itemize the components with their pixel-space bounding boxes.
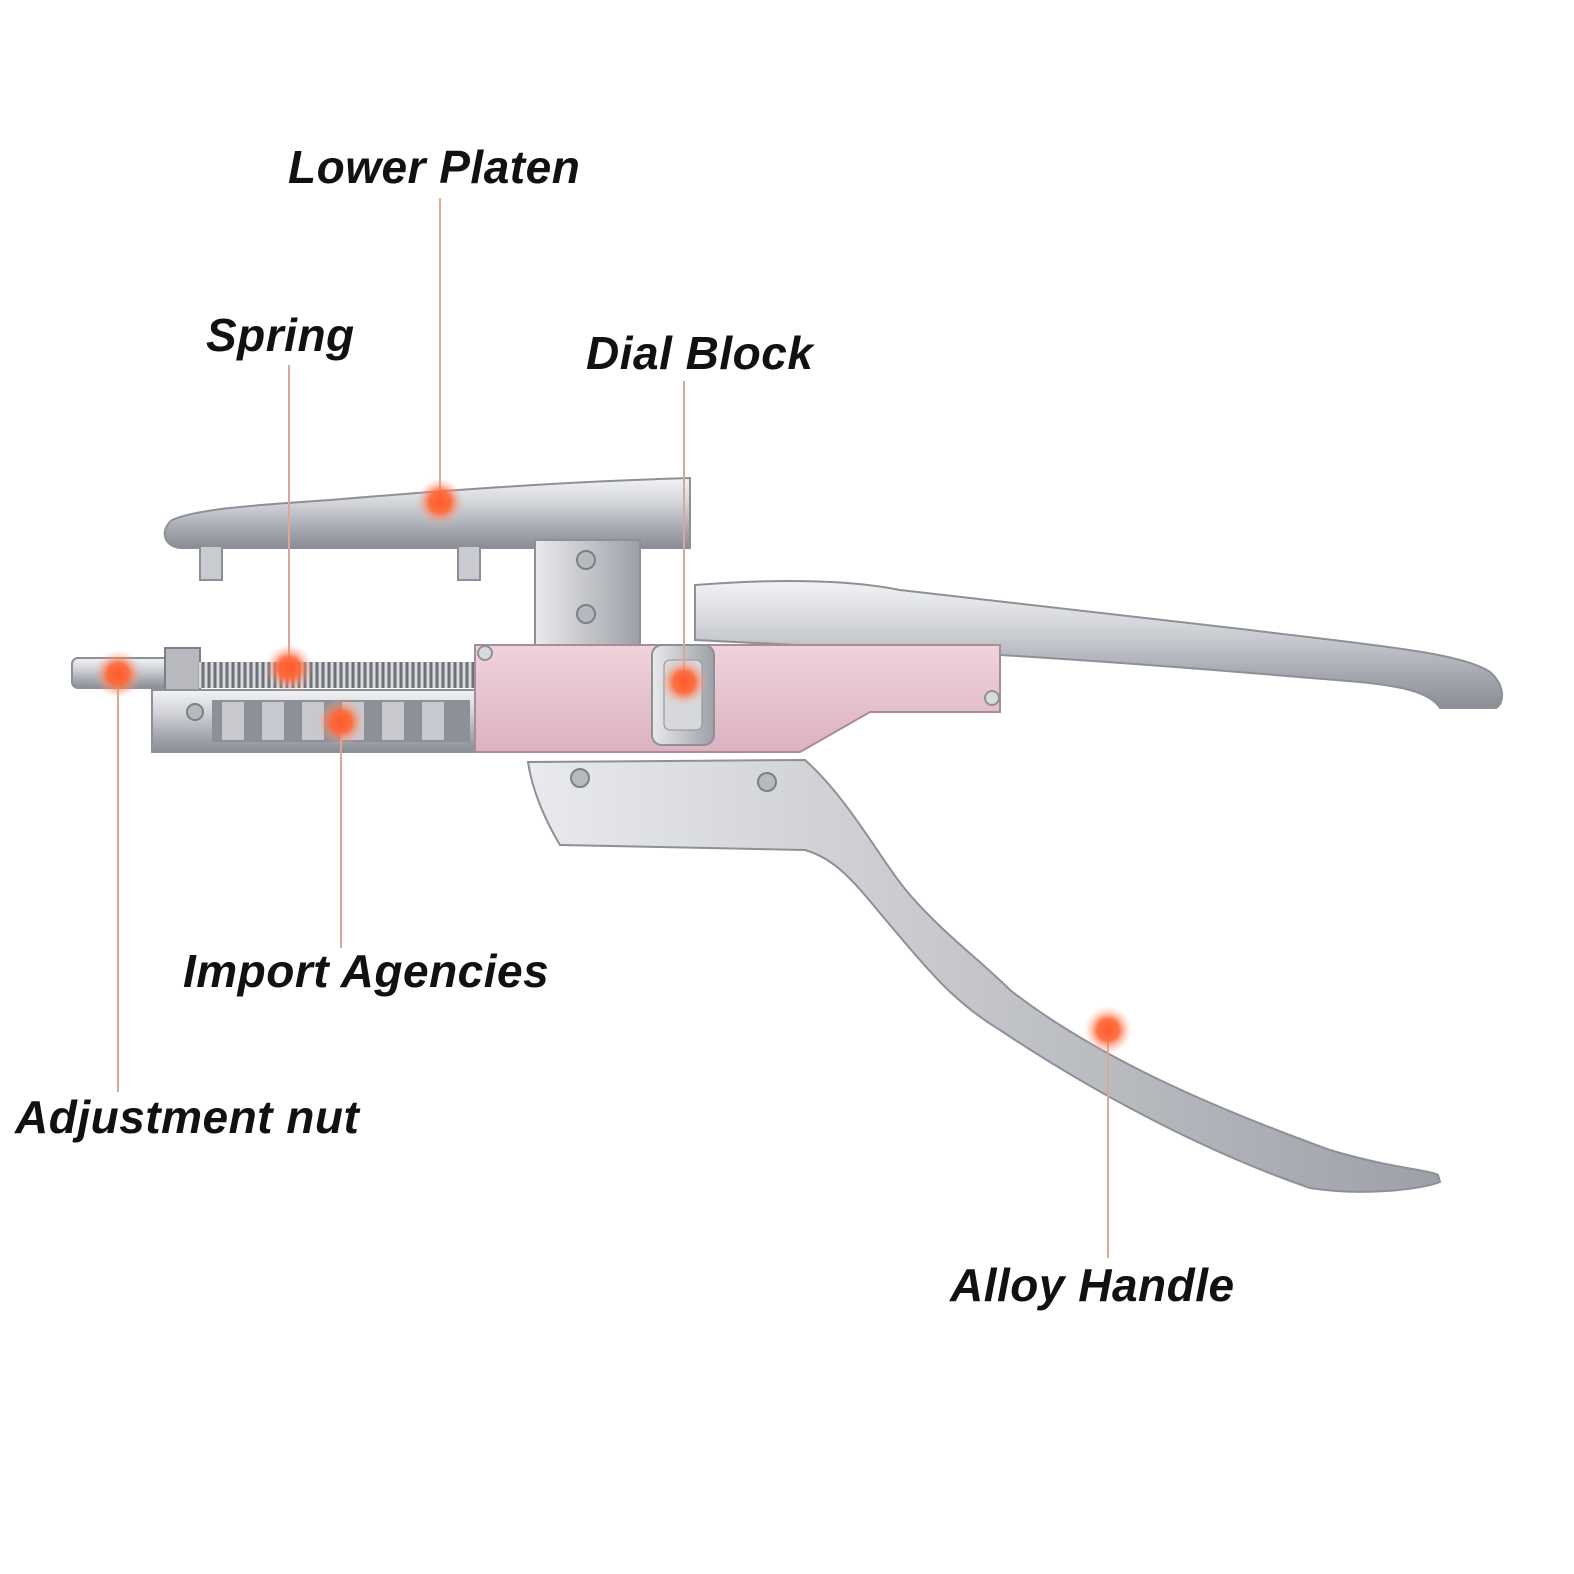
- leader-lines: [117, 198, 1109, 1258]
- label-dial-block: Dial Block: [586, 327, 814, 379]
- marker-adjustment-nut: [94, 650, 142, 698]
- marker-import-agencies: [317, 698, 365, 746]
- label-adjustment-nut: Adjustment nut: [15, 1091, 360, 1143]
- label-alloy-handle: Alloy Handle: [950, 1259, 1235, 1311]
- label-import-agencies: Import Agencies: [183, 945, 550, 997]
- label-lower-platen: Lower Platen: [288, 141, 581, 193]
- import-agencies-part: [151, 689, 483, 753]
- upper-handle-part: [694, 580, 1503, 709]
- marker-dial-block: [660, 658, 708, 706]
- marker-alloy-handle: [1084, 1006, 1132, 1054]
- marker-lower-platen: [416, 478, 464, 526]
- spring-part: [198, 662, 476, 688]
- markers: [94, 478, 1132, 1054]
- label-spring: Spring: [206, 309, 355, 361]
- pink-body-part: [474, 644, 1001, 753]
- marker-spring: [265, 644, 313, 692]
- alloy-handle-part: [526, 758, 1442, 1193]
